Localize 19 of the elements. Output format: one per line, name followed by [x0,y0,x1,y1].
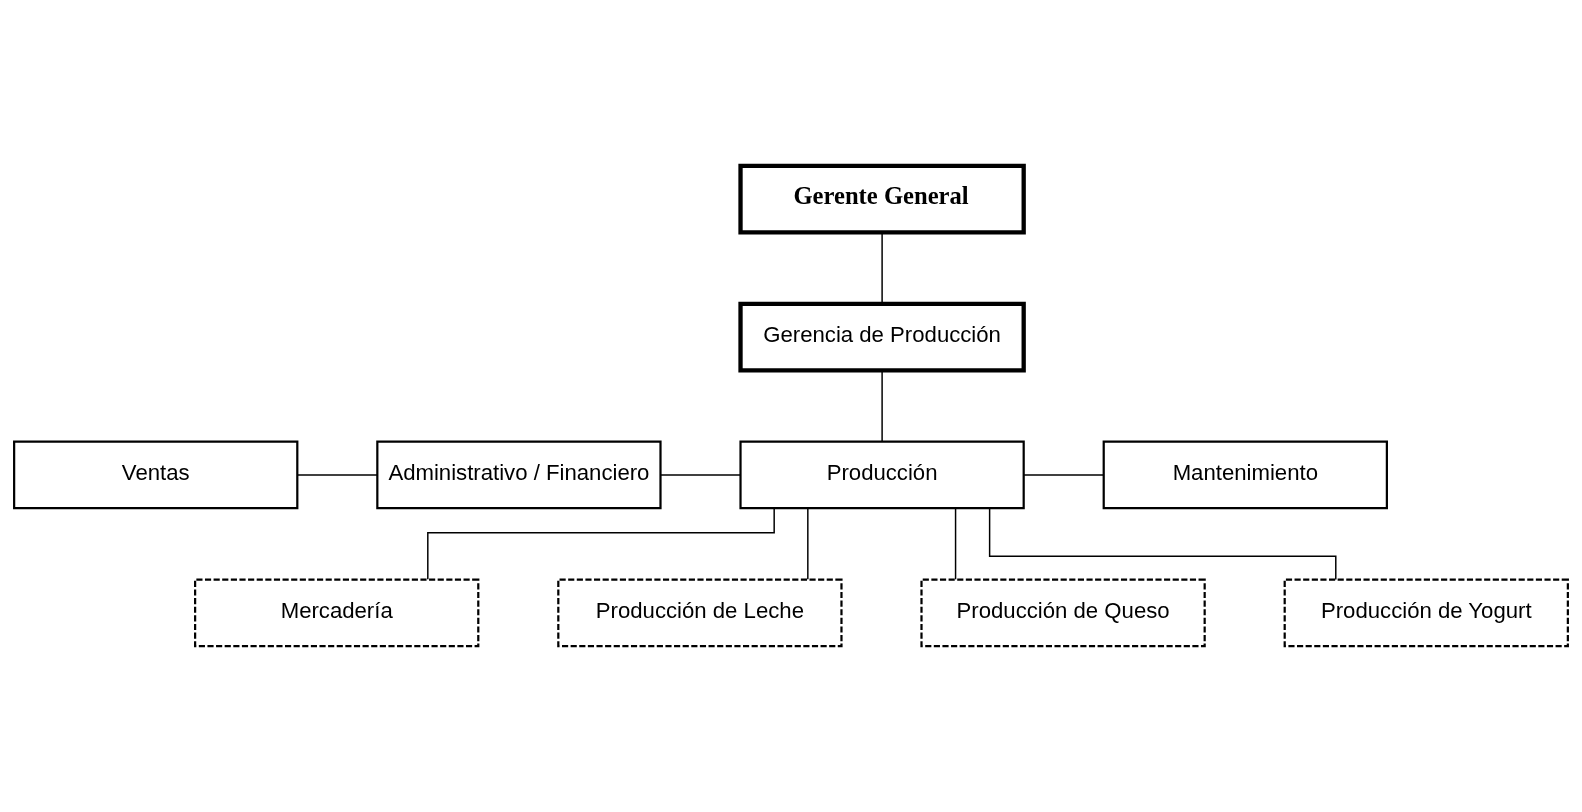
connector [988,507,1337,581]
node-box: Ventas [13,440,299,510]
node-box: Mantenimiento [1102,440,1388,510]
node-box: Producción de Yogurt [1283,578,1569,648]
connector [660,474,741,476]
connector [296,474,378,476]
node-box: Mercadería [194,578,480,648]
connector [1023,474,1105,476]
connector [954,507,957,581]
node-box: Producción de Queso [920,578,1206,648]
connector [427,507,775,581]
node-box: Producción de Leche [557,578,843,648]
node-box: Producción [739,440,1025,510]
connector [807,507,809,581]
connector [881,231,883,305]
node-box: Gerente General [738,163,1026,235]
connector [881,369,883,443]
node-box: Gerencia de Producción [738,301,1026,373]
node-box: Administrativo / Financiero [376,440,662,510]
